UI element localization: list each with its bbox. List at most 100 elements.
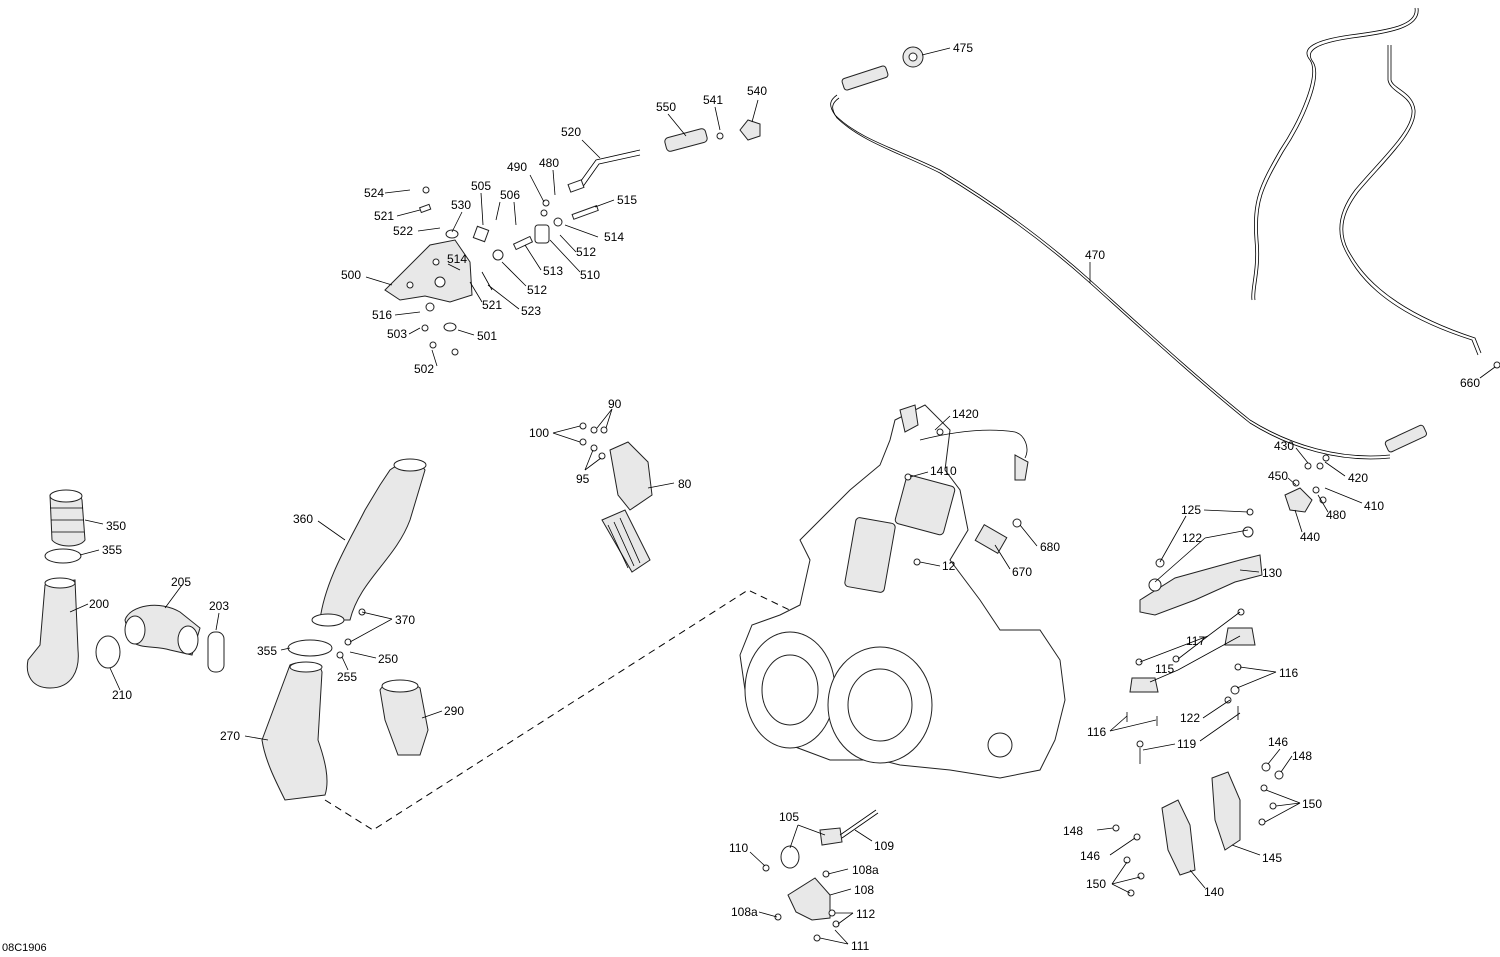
- callout-146: 146: [1268, 735, 1288, 749]
- callout-550: 550: [656, 100, 676, 114]
- mount-bracket-130: [1126, 508, 1263, 764]
- callout-505: 505: [471, 179, 491, 193]
- air-intake-ducts: [26, 458, 429, 801]
- grommet-475: [902, 46, 924, 68]
- callout-105: 105: [779, 810, 799, 824]
- callout-125: 125: [1181, 503, 1201, 517]
- callout-290: 290: [444, 704, 464, 718]
- brake-lines: [1251, 7, 1482, 356]
- callout-110: 110: [729, 841, 748, 855]
- callout-512: 512: [527, 283, 547, 297]
- callout-115: 115: [1155, 662, 1174, 676]
- callout-501: 501: [477, 329, 497, 343]
- lever-520: [567, 149, 641, 193]
- callout-labels: 475 540 541 550 520 490 480 524 505 506 …: [2, 41, 1480, 954]
- callout-440: 440: [1300, 530, 1320, 544]
- sensor-bracket: [1284, 361, 1500, 513]
- callout-350: 350: [106, 519, 126, 533]
- callout-140: 140: [1204, 885, 1224, 899]
- callout-100: 100: [529, 426, 549, 440]
- callout-513: 513: [543, 264, 563, 278]
- callout-119: 119: [1177, 737, 1196, 751]
- callout-514: 514: [447, 252, 467, 266]
- callout-680: 680: [1040, 540, 1060, 554]
- callout-502: 502: [414, 362, 434, 376]
- accelerator-pedal-80: [579, 422, 653, 573]
- callout-355: 355: [102, 543, 122, 557]
- callout-503: 503: [387, 327, 407, 341]
- callout-521: 521: [482, 298, 502, 312]
- callout-108a: 108a: [852, 863, 879, 877]
- callout-541: 541: [703, 93, 723, 107]
- callout-150: 150: [1086, 877, 1106, 891]
- callout-117: 117: [1186, 634, 1205, 648]
- callout-512: 512: [576, 245, 596, 259]
- bracket-assembly-500: [384, 186, 599, 356]
- callout-116: 116: [1279, 666, 1298, 680]
- callout-148: 148: [1292, 749, 1312, 763]
- callout-12: 12: [942, 559, 956, 573]
- callout-420: 420: [1348, 471, 1368, 485]
- callout-95: 95: [576, 472, 590, 486]
- callout-80: 80: [678, 477, 692, 491]
- engine-assembly: [739, 404, 1066, 779]
- callout-90: 90: [608, 397, 622, 411]
- callout-520: 520: [561, 125, 581, 139]
- callout-500: 500: [341, 268, 361, 282]
- leader-lines: [69, 47, 1496, 945]
- callout-130: 130: [1262, 566, 1282, 580]
- callout-250: 250: [378, 652, 398, 666]
- mount-plates: [1112, 762, 1284, 897]
- callout-145: 145: [1262, 851, 1282, 865]
- callout-522: 522: [393, 224, 413, 238]
- callout-515: 515: [617, 193, 637, 207]
- callout-521: 521: [374, 209, 394, 223]
- callout-514: 514: [604, 230, 624, 244]
- callout-510: 510: [580, 268, 600, 282]
- callout-516: 516: [372, 308, 392, 322]
- callout-108a: 108a: [731, 905, 758, 919]
- callout-506: 506: [500, 188, 520, 202]
- callout-146: 146: [1080, 849, 1100, 863]
- callout-430: 430: [1274, 439, 1294, 453]
- callout-111: 111: [851, 939, 870, 953]
- callout-670: 670: [1012, 565, 1032, 579]
- callout-490: 490: [507, 160, 527, 174]
- callout-205: 205: [171, 575, 191, 589]
- callout-116: 116: [1087, 725, 1106, 739]
- callout-475: 475: [953, 41, 973, 55]
- callout-112: 112: [856, 907, 875, 921]
- callout-255: 255: [337, 670, 357, 684]
- callout-524: 524: [364, 186, 384, 200]
- callout-210: 210: [112, 688, 132, 702]
- callout-150: 150: [1302, 797, 1322, 811]
- callout-108: 108: [854, 883, 874, 897]
- callout-450: 450: [1268, 469, 1288, 483]
- callout-200: 200: [89, 597, 109, 611]
- callout-470: 470: [1085, 248, 1105, 262]
- callout-122: 122: [1180, 711, 1200, 725]
- callout-660: 660: [1460, 376, 1480, 390]
- callout-203: 203: [209, 599, 229, 613]
- callout-523: 523: [521, 304, 541, 318]
- callout-480: 480: [539, 156, 559, 170]
- callout-540: 540: [747, 84, 767, 98]
- callout-355: 355: [257, 644, 277, 658]
- callout-1420: 1420: [952, 407, 979, 421]
- lower-mount: [762, 809, 879, 942]
- connection-dashed-line: [324, 589, 801, 831]
- drawing-code: 08C1906: [2, 942, 47, 954]
- callout-109: 109: [874, 839, 894, 853]
- callout-270: 270: [220, 729, 240, 743]
- callout-122: 122: [1182, 531, 1202, 545]
- callout-370: 370: [395, 613, 415, 627]
- grip-550: [664, 119, 761, 152]
- callout-1410: 1410: [930, 464, 957, 478]
- callout-148: 148: [1063, 824, 1083, 838]
- callout-480: 480: [1326, 508, 1346, 522]
- throttle-cable-470: [830, 65, 1427, 460]
- callout-530: 530: [451, 198, 471, 212]
- callout-410: 410: [1364, 499, 1384, 513]
- callout-360: 360: [293, 512, 313, 526]
